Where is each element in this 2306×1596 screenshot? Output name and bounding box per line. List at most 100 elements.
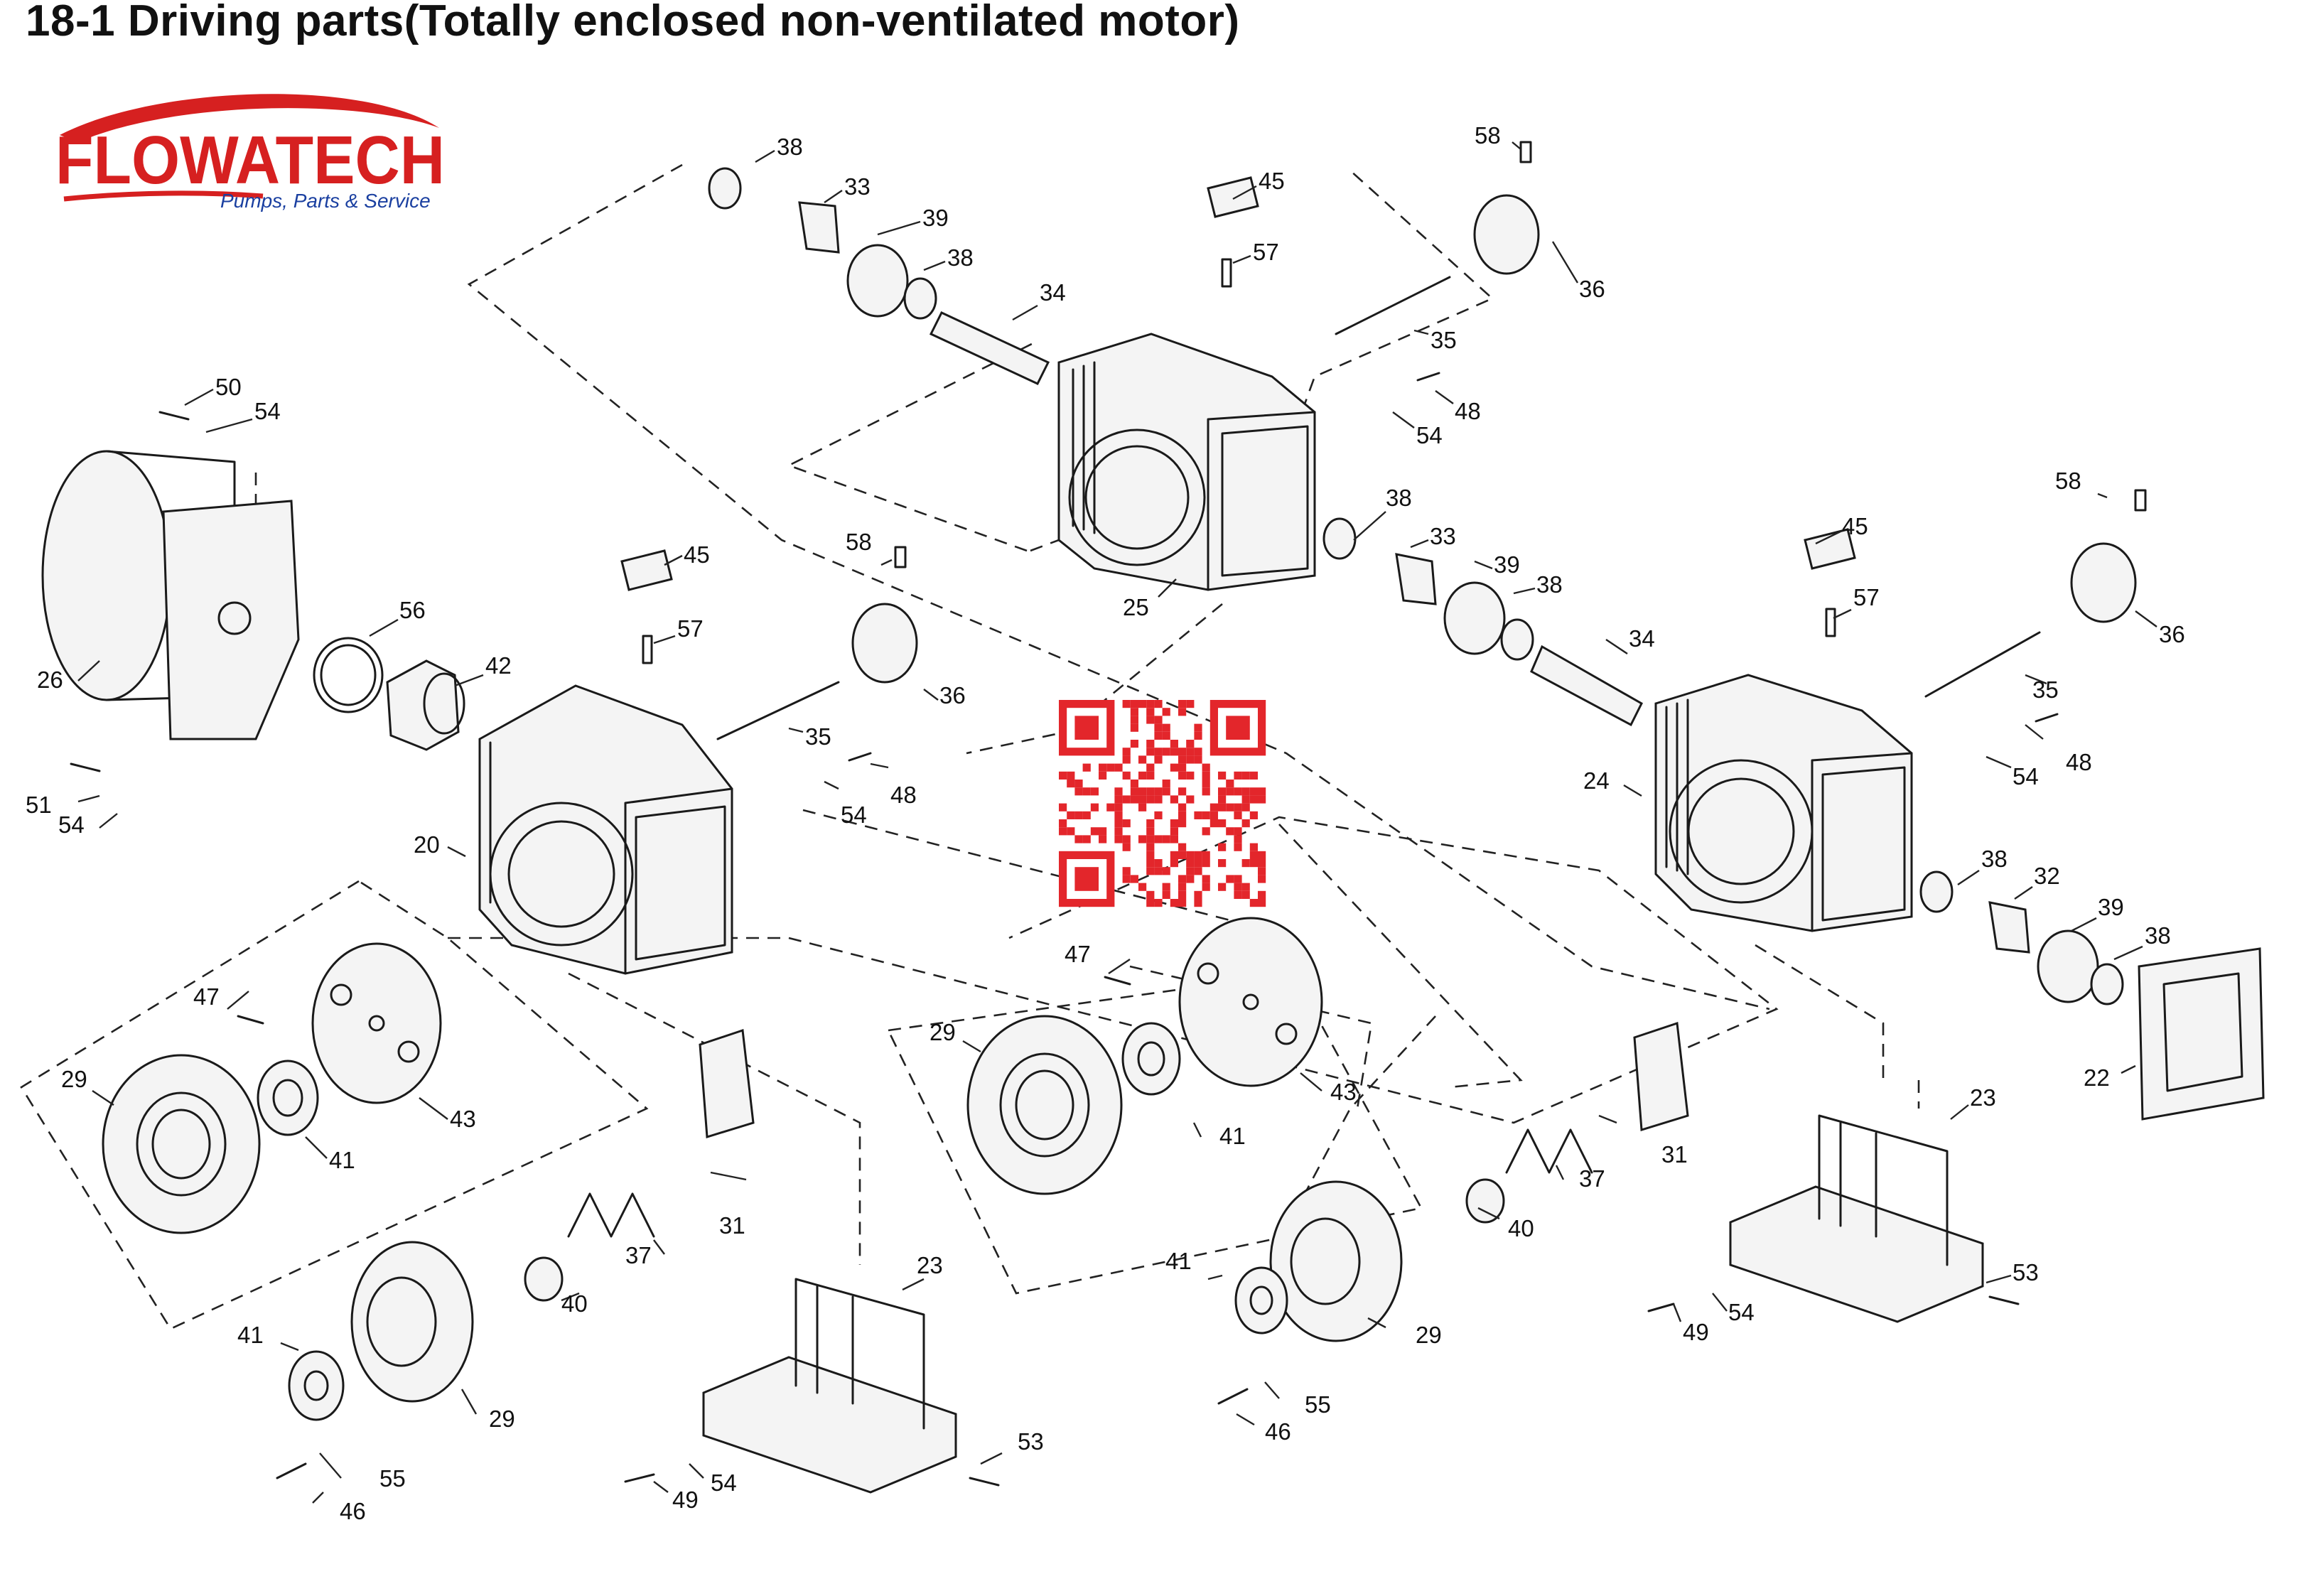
callout-26: 26 — [37, 667, 63, 693]
o-ring-56 — [313, 637, 384, 713]
callout-29: 29 — [930, 1019, 956, 1045]
callout-33: 33 — [1430, 523, 1456, 549]
callout-31: 31 — [719, 1212, 745, 1239]
cover-22 — [2138, 947, 2265, 1121]
callout-50: 50 — [215, 374, 242, 400]
callout-35: 35 — [805, 723, 831, 750]
callout-54: 54 — [254, 398, 281, 424]
diaphragm-plate-43-left — [311, 942, 442, 1104]
logo-swoosh — [60, 94, 439, 142]
callout-38: 38 — [1981, 846, 2008, 872]
callout-40: 40 — [561, 1290, 588, 1317]
callout-43: 43 — [450, 1106, 476, 1132]
callout-54: 54 — [711, 1470, 737, 1496]
callout-47: 47 — [1065, 941, 1091, 967]
callout-34: 34 — [1629, 625, 1655, 652]
diaphragm-41-lower-center — [1234, 1266, 1288, 1335]
callout-35: 35 — [1431, 327, 1457, 353]
callout-41: 41 — [1165, 1248, 1192, 1274]
qr-code — [1059, 700, 1266, 907]
small-fasteners — [70, 141, 2147, 1487]
callout-53: 53 — [1018, 1428, 1044, 1455]
callout-54: 54 — [2013, 763, 2039, 789]
diaphragm-41-center — [1121, 1022, 1181, 1096]
callout-49: 49 — [1683, 1319, 1709, 1345]
logo-tagline: Pumps, Parts & Service — [220, 190, 431, 212]
diaphragm-41-lower-left — [288, 1350, 345, 1421]
callout-25: 25 — [1123, 594, 1149, 620]
logo-brand: FLOWATECH — [55, 122, 445, 198]
gearbox-housing-24 — [1654, 674, 1913, 932]
callout-36: 36 — [2159, 621, 2185, 647]
callout-38: 38 — [777, 134, 803, 160]
callout-22: 22 — [2084, 1064, 2110, 1091]
callout-38: 38 — [1536, 571, 1563, 598]
callout-48: 48 — [2066, 749, 2092, 775]
diaphragm-plate-43-center — [1178, 917, 1323, 1087]
callout-41: 41 — [237, 1322, 264, 1348]
callout-39: 39 — [922, 205, 949, 231]
callout-38: 38 — [2145, 922, 2171, 949]
callout-57: 57 — [1853, 584, 1880, 610]
flange-29-lower-center — [1269, 1180, 1403, 1342]
callout-34: 34 — [1040, 279, 1066, 306]
callout-51: 51 — [26, 792, 52, 818]
callout-29: 29 — [61, 1066, 87, 1092]
flowatech-logo: FLOWATECH Pumps, Parts & Service — [55, 94, 445, 212]
callout-31: 31 — [1661, 1141, 1688, 1168]
callout-45: 45 — [1842, 513, 1868, 539]
callout-36: 36 — [939, 682, 966, 708]
callout-24: 24 — [1583, 767, 1610, 794]
callout-43: 43 — [1330, 1079, 1357, 1105]
callout-54: 54 — [1728, 1299, 1755, 1325]
shaft-parts — [524, 167, 2137, 1302]
callout-58: 58 — [846, 529, 872, 555]
logo-underline — [63, 190, 264, 202]
gearbox-housing-25 — [1057, 333, 1316, 591]
diaphragm-41-left — [257, 1059, 319, 1136]
callout-23: 23 — [917, 1252, 943, 1278]
callout-labels: 38 33 39 38 34 45 57 58 36 35 48 54 25 3… — [26, 122, 2185, 1524]
callout-33: 33 — [844, 173, 871, 200]
callout-39: 39 — [1494, 551, 1520, 578]
callout-37: 37 — [625, 1242, 652, 1268]
callout-45: 45 — [1259, 168, 1285, 194]
callout-40: 40 — [1508, 1215, 1534, 1241]
base-23-center — [702, 1278, 957, 1494]
flange-29-left — [102, 1054, 261, 1234]
coupling-42 — [386, 659, 465, 751]
gearbox-housing-20 — [478, 684, 733, 975]
flange-29-lower-left — [350, 1241, 474, 1403]
callout-29: 29 — [489, 1406, 515, 1432]
motor-26 — [41, 450, 300, 740]
callout-46: 46 — [340, 1498, 366, 1524]
callout-47: 47 — [193, 983, 220, 1010]
callout-55: 55 — [1305, 1391, 1331, 1418]
callout-41: 41 — [329, 1147, 355, 1173]
callout-38: 38 — [1386, 485, 1412, 511]
page-title: 18-1 Driving parts(Totally enclosed non-… — [26, 0, 1240, 45]
callout-41: 41 — [1219, 1123, 1246, 1149]
callout-56: 56 — [399, 597, 426, 623]
callout-23: 23 — [1970, 1084, 1996, 1111]
flange-29-center — [966, 1015, 1123, 1195]
callout-57: 57 — [1253, 239, 1279, 265]
callout-36: 36 — [1579, 276, 1605, 302]
callout-29: 29 — [1416, 1322, 1442, 1348]
callout-45: 45 — [684, 541, 710, 568]
callout-54: 54 — [1416, 422, 1443, 448]
callout-54: 54 — [58, 812, 85, 838]
callout-58: 58 — [2055, 468, 2081, 494]
callout-37: 37 — [1579, 1165, 1605, 1192]
callout-53: 53 — [2013, 1259, 2039, 1285]
callout-32: 32 — [2034, 863, 2060, 889]
callout-48: 48 — [890, 782, 917, 808]
callout-58: 58 — [1475, 122, 1501, 149]
callout-46: 46 — [1265, 1418, 1291, 1445]
callout-54: 54 — [841, 802, 867, 828]
callout-49: 49 — [672, 1487, 699, 1513]
base-23-right — [1729, 1114, 1984, 1323]
callout-20: 20 — [414, 831, 440, 858]
callout-35: 35 — [2032, 676, 2059, 703]
